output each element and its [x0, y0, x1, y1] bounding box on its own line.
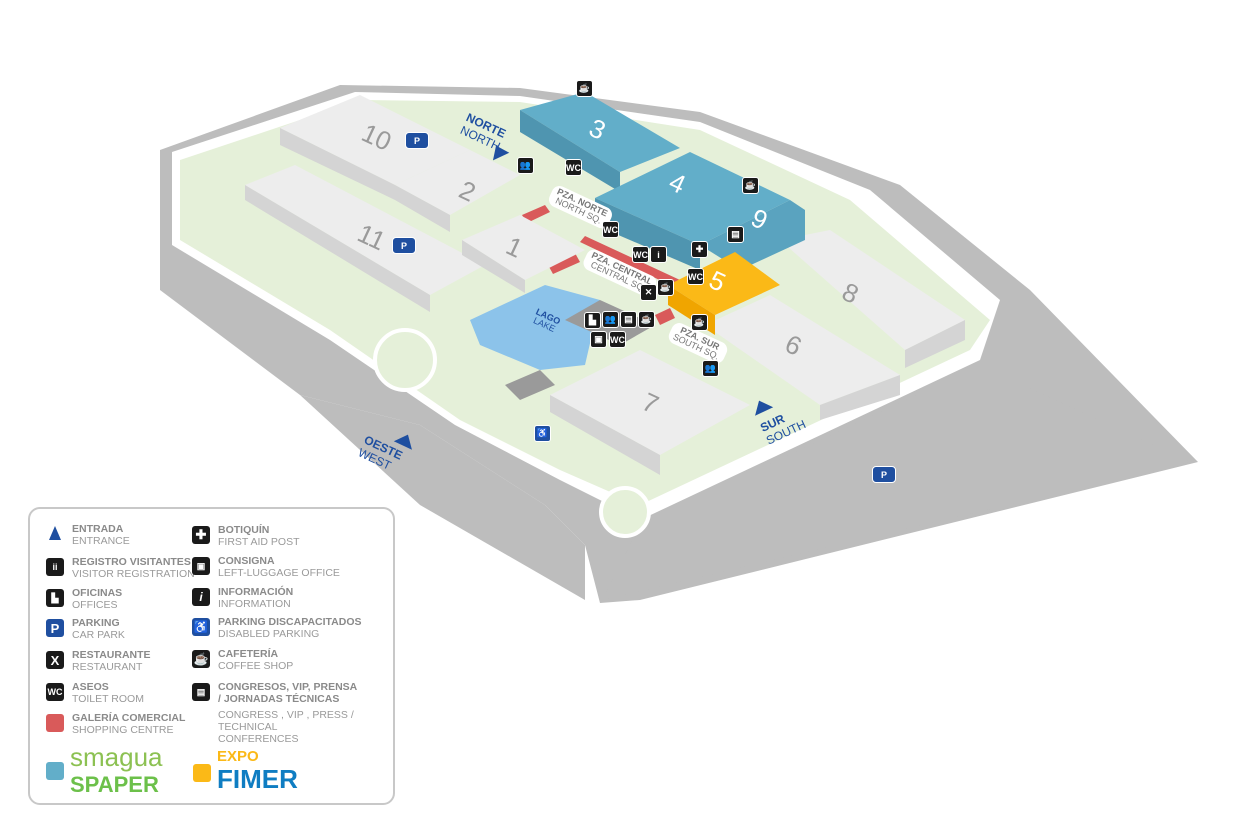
expo-logo: EXPO	[217, 748, 259, 765]
registration-icon: ii	[46, 558, 64, 576]
toilet-icon[interactable]: WC	[609, 331, 626, 348]
shopping-gallery	[522, 205, 680, 325]
info-icon[interactable]: i	[650, 246, 667, 263]
smagua-logo: smagua	[70, 742, 163, 772]
conference-icon[interactable]: ▤	[727, 226, 744, 243]
coffee-icon[interactable]: ☕	[638, 311, 655, 328]
smagua-halls	[520, 92, 805, 270]
coffee-icon[interactable]: ☕	[576, 80, 593, 97]
restaurant-icon: X	[46, 651, 64, 669]
coffee-icon: ☕	[192, 650, 210, 668]
parking-icon[interactable]: P	[392, 237, 416, 254]
toilet-icon: WC	[46, 683, 64, 701]
entrance-north-icon	[492, 145, 510, 161]
spaper-logo: SPAPER	[70, 772, 159, 797]
disabled-parking-icon: ♿	[192, 618, 210, 636]
conference-icon: ▤	[192, 683, 210, 701]
luggage-icon: ▣	[192, 557, 210, 575]
office-icon: ▙	[46, 589, 64, 607]
shopping-icon	[46, 714, 64, 732]
fimer-swatch	[193, 764, 211, 782]
fimer-logo: FIMER	[217, 764, 298, 794]
parking-icon[interactable]: P	[405, 132, 429, 149]
south-parking	[602, 365, 1190, 600]
coffee-icon[interactable]: ☕	[657, 279, 674, 296]
parking-icon[interactable]: P	[872, 466, 896, 483]
fimer-hall	[668, 252, 780, 315]
first-aid-icon[interactable]: ✚	[691, 241, 708, 258]
registration-icon[interactable]: 👥	[602, 311, 619, 328]
restaurant-icon[interactable]: ✕	[640, 284, 657, 301]
grey-halls	[245, 95, 965, 475]
first-aid-icon: ✚	[192, 526, 210, 544]
coffee-icon[interactable]: ☕	[691, 314, 708, 331]
registration-icon[interactable]: 👥	[702, 360, 719, 377]
entrance-west-icon	[393, 434, 412, 450]
toilet-icon[interactable]: WC	[687, 268, 704, 285]
info-icon: i	[192, 588, 210, 606]
entrance-icon	[49, 526, 61, 540]
disabled-parking-icon[interactable]: ♿	[534, 425, 551, 442]
legend-conference: ▤CONGRESOS, VIP, PRENSA / JORNADAS TÉCNI…	[192, 681, 358, 745]
roundabout	[373, 328, 437, 392]
smagua-swatch	[46, 762, 64, 780]
parking-icon: P	[46, 619, 64, 637]
office-icon[interactable]: ▙	[584, 312, 601, 329]
toilet-icon[interactable]: WC	[632, 246, 649, 263]
registration-icon[interactable]: 👥	[517, 157, 534, 174]
lake	[470, 285, 600, 370]
coffee-icon[interactable]: ☕	[742, 177, 759, 194]
entrance-south-icon	[755, 400, 774, 416]
toilet-icon[interactable]: WC	[602, 221, 619, 238]
toilet-icon[interactable]: WC	[565, 159, 582, 176]
west-parking	[300, 395, 585, 600]
luggage-icon[interactable]: ▣	[590, 331, 607, 348]
conference-icon[interactable]: ▤	[620, 311, 637, 328]
